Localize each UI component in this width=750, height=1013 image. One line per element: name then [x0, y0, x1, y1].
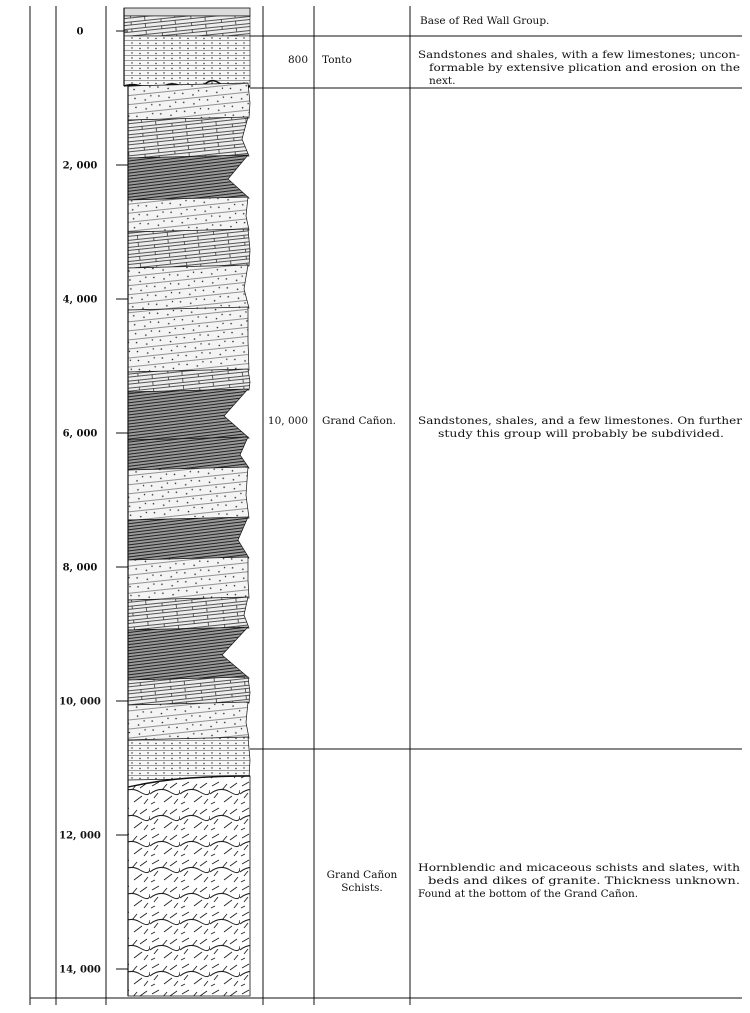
- depth-tick-label: 6, 000: [63, 429, 98, 440]
- grand-canon-bed: [127, 736, 251, 781]
- grand-canon-bed: [127, 388, 250, 441]
- schist-unconformity: [127, 775, 251, 788]
- grand-canon-bed: [127, 264, 250, 311]
- grand-canon-bed: [127, 556, 250, 601]
- stratigraphic-column: [123, 7, 251, 997]
- grand-canon-bed: [127, 596, 250, 631]
- group-3-description-line-0: Hornblendic and micaceous schists and sl…: [418, 862, 740, 874]
- grand-canon-bed: [127, 228, 251, 269]
- boundary-leaders: [250, 35, 263, 750]
- grand-canon-bed: [127, 82, 251, 121]
- grand-canon-bed: [127, 701, 250, 741]
- depth-scale: 0 2, 000 4, 000 6, 000 8, 000 10, 000 12, 000 1…: [59, 27, 128, 976]
- schist-body: [127, 775, 251, 997]
- red-wall-transition-bed: [123, 15, 251, 37]
- grand-canon-bed: [127, 676, 251, 706]
- depth-tick-label: 0: [77, 27, 84, 38]
- depth-tick-label: 8, 000: [63, 563, 98, 574]
- group-3-name-line-1: Schists.: [341, 882, 383, 894]
- group-text: Base of Red Wall Group. 800 Tonto Sandst…: [268, 15, 743, 900]
- grand-canon-bed: [127, 306, 250, 373]
- grand-canon-bed: [127, 466, 250, 521]
- group-3-description-line-2: Found at the bottom of the Grand Cañon.: [418, 888, 638, 900]
- grand-canon-bed: [127, 116, 250, 159]
- group-2-description-line-0: Sandstones, shales, and a few limestones…: [418, 415, 743, 427]
- depth-tick-label: 12, 000: [59, 831, 101, 842]
- grand-canon-bed: [127, 368, 251, 393]
- grand-canon-beds: [127, 82, 251, 781]
- group-1-thickness: 800: [288, 54, 308, 66]
- group-0-description-line-0: Base of Red Wall Group.: [420, 15, 549, 27]
- grand-canon-bed: [127, 196, 250, 233]
- group-1-description-line-0: Sandstones and shales, with a few limest…: [418, 49, 741, 61]
- group-1-description-line-1: formable by extensive plication and eros…: [429, 62, 740, 74]
- tonto-beds: [123, 35, 251, 87]
- group-2-description-line-1: study this group will probably be subdiv…: [438, 428, 724, 440]
- grand-canon-bed: [127, 154, 250, 201]
- group-2-thickness: 10, 000: [268, 415, 308, 427]
- red-wall-base-bed: [123, 7, 251, 17]
- depth-tick-label: 4, 000: [63, 295, 98, 306]
- depth-tick-label: 14, 000: [59, 965, 101, 976]
- grand-canon-bed: [127, 516, 250, 561]
- depth-tick-label: 10, 000: [59, 697, 101, 708]
- group-1-description-line-2: next.: [429, 75, 455, 87]
- group-1-name-line-0: Tonto: [322, 54, 352, 66]
- group-2-name-line-0: Grand Cañon.: [322, 415, 396, 427]
- grand-canon-bed: [127, 436, 250, 471]
- group-3-name-line-0: Grand Cañon: [327, 869, 398, 881]
- grand-canon-bed: [127, 626, 250, 681]
- group-3-description-line-1: beds and dikes of granite. Thickness unk…: [428, 875, 740, 887]
- depth-tick-label: 2, 000: [63, 161, 98, 172]
- table-frame: [29, 6, 742, 1005]
